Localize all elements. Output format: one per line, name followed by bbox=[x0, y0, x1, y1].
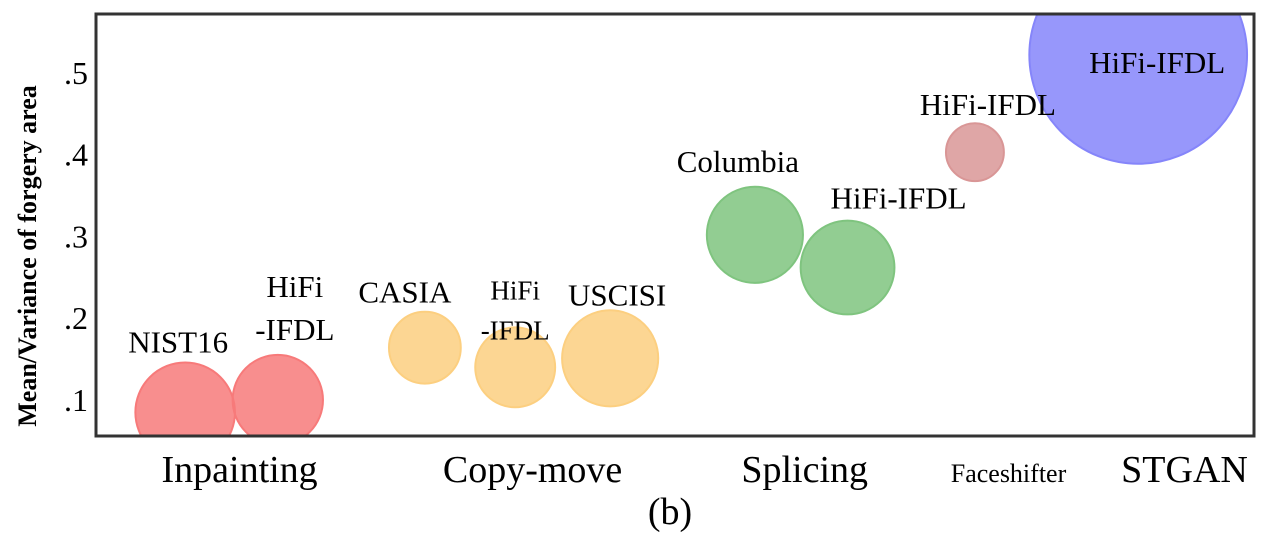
figure-caption: (b) bbox=[648, 491, 692, 533]
y-tick-label: .1 bbox=[64, 382, 88, 418]
bubble-label: NIST16 bbox=[128, 324, 228, 359]
bubble-copy-move-3 bbox=[474, 326, 557, 409]
bubble-label: Columbia bbox=[677, 144, 800, 179]
plot-frame bbox=[94, 12, 1256, 438]
x-tick-label: Faceshifter bbox=[951, 459, 1067, 488]
bubble-inpainting-0 bbox=[134, 361, 236, 436]
bubble-copy-move-4 bbox=[561, 309, 660, 408]
y-tick-label: .4 bbox=[64, 137, 88, 173]
bubble-inpainting-1 bbox=[231, 353, 324, 436]
bubble-label: HiFi-IFDL bbox=[255, 269, 334, 347]
x-tick-label: STGAN bbox=[1121, 449, 1248, 491]
y-tick-label: .2 bbox=[64, 300, 88, 336]
x-tick-label: Splicing bbox=[741, 449, 868, 491]
bubble-label: CASIA bbox=[358, 275, 452, 310]
y-tick-label: .3 bbox=[64, 218, 88, 254]
bubble-label: HiFi-IFDL bbox=[1089, 45, 1225, 80]
bubble-faceshifter-7 bbox=[944, 122, 1005, 183]
y-axis-label: Mean/Variance of forgery area bbox=[13, 85, 42, 427]
bubble-splicing-6 bbox=[799, 219, 896, 316]
y-tick-label: .5 bbox=[64, 55, 88, 91]
bubble-stgan-8 bbox=[1028, 14, 1249, 165]
x-tick-label: Inpainting bbox=[161, 449, 317, 491]
x-tick-label: Copy-move bbox=[443, 449, 622, 491]
bubble-label: USCISI bbox=[568, 277, 666, 312]
bubble-splicing-5 bbox=[705, 185, 804, 284]
bubble-label: HiFi-IFDL bbox=[920, 87, 1056, 122]
bubble-label: HiFi-IFDL bbox=[831, 181, 967, 216]
bubble-label: HiFi-IFDL bbox=[481, 275, 550, 345]
bubble-copy-move-2 bbox=[387, 310, 462, 385]
